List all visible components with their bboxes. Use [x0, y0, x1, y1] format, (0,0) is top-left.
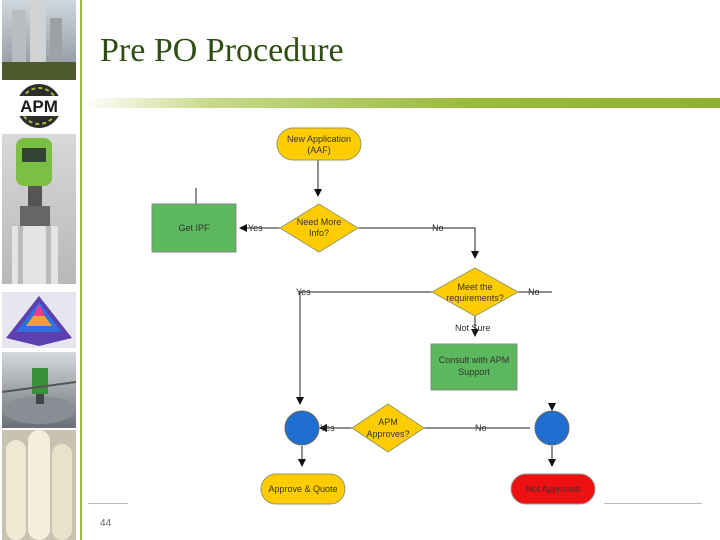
need-more-info-line2: Info? — [309, 228, 329, 238]
silo-installation-image — [2, 352, 76, 428]
new-application-node — [276, 127, 362, 161]
meet-requirements-decision — [430, 267, 520, 317]
page-title: Pre PO Procedure — [100, 32, 344, 69]
pipes-image — [2, 430, 76, 540]
label-yes-getipf: Yes — [248, 223, 263, 233]
not-approved-node — [510, 473, 596, 505]
connector-circle-right — [534, 410, 570, 446]
need-more-info-line1: Need More — [297, 217, 342, 227]
page-number: 44 — [100, 518, 112, 529]
title-underline-bar — [82, 98, 720, 108]
label-not-sure: Not Sure — [455, 323, 491, 333]
consult-apm-line2: Support — [458, 367, 490, 377]
label-no-approves: No — [475, 423, 487, 433]
footer-line-left — [88, 503, 128, 504]
connector-need-no — [358, 227, 479, 259]
meet-requirements-line2: requirements? — [446, 293, 504, 303]
logo: APM — [2, 82, 76, 132]
approve-quote-node — [260, 473, 346, 505]
3d-volume-plot-image — [2, 292, 76, 348]
label-yes-approves: Yes — [320, 423, 335, 433]
not-approved-label: Not Approved — [526, 484, 581, 494]
label-no-meet: No — [528, 287, 540, 297]
footer-line-right — [604, 503, 702, 504]
get-ipf-node — [151, 203, 237, 253]
label-no-needinfo: No — [432, 223, 444, 233]
connector-meet-yes — [296, 291, 432, 405]
svg-text:APM: APM — [20, 97, 58, 116]
meet-requirements-line1: Meet the — [457, 282, 492, 292]
sidebar-divider — [80, 0, 82, 540]
factory-photo — [2, 0, 76, 80]
apm-approves-line1: APM — [378, 417, 398, 427]
sensor-device-image — [2, 134, 76, 284]
need-more-info-decision — [279, 203, 359, 253]
new-application-line2: (AAF) — [307, 145, 331, 155]
new-application-line1: New Application — [287, 134, 351, 144]
consult-apm-line1: Consult with APM — [439, 355, 510, 365]
apm-approves-decision — [351, 403, 425, 453]
label-yes-meet: Yes — [296, 287, 311, 297]
approve-quote-label: Approve & Quote — [268, 484, 337, 494]
apm-approves-line2: Approves? — [366, 429, 409, 439]
get-ipf-label: Get IPF — [178, 223, 210, 233]
connector-circle-left — [284, 410, 320, 446]
sidebar: APM — [0, 0, 80, 540]
consult-apm-node — [430, 343, 518, 391]
